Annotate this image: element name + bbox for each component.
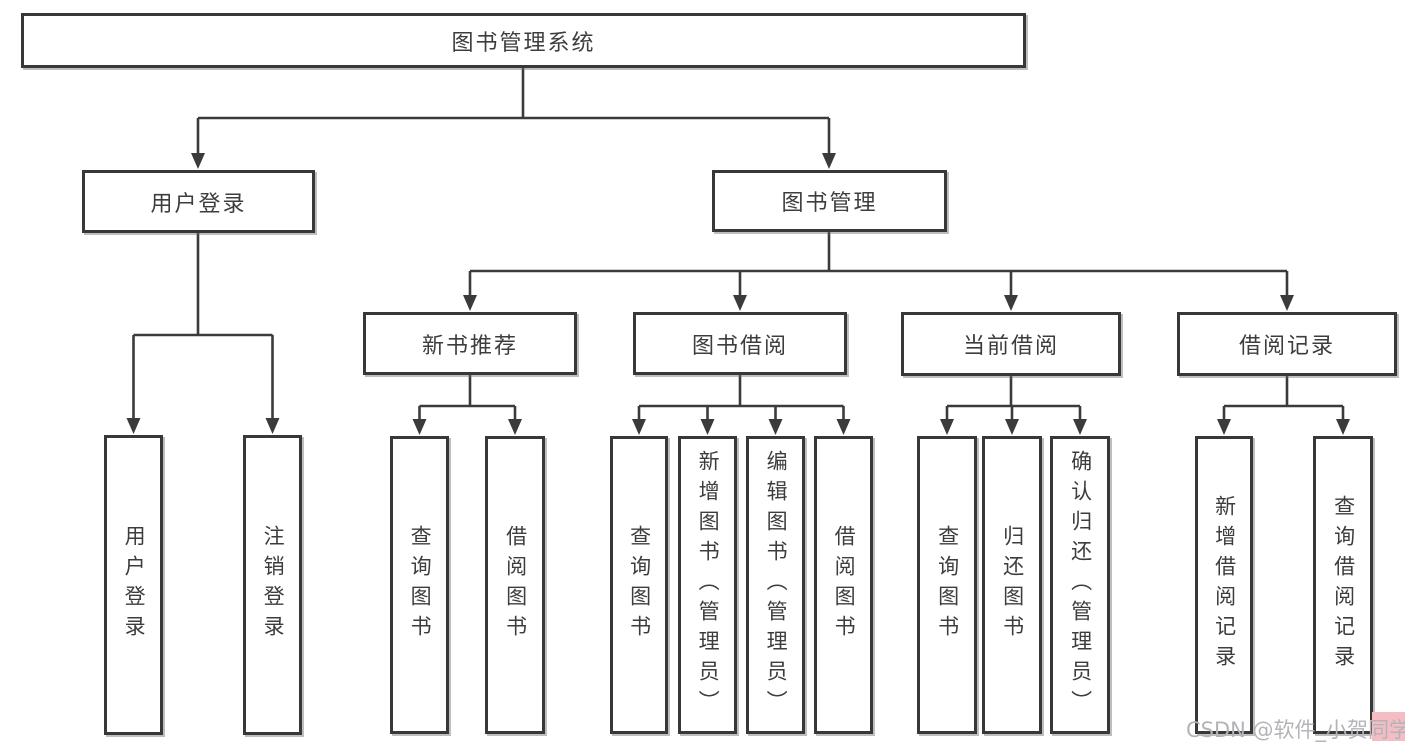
- book-borrow-connectors: [632, 375, 851, 435]
- node-current-borrow: 当前借阅: [901, 312, 1121, 376]
- node-book-borrow: 图书借阅: [633, 312, 847, 375]
- leaf-user-login-label: 用户登录: [122, 525, 147, 645]
- leaf-logout: 注销登录: [243, 435, 302, 735]
- node-root: 图书管理系统: [21, 13, 1026, 68]
- leaf-borrow-add-label: 新增图书（管理员）: [696, 450, 721, 720]
- leaf-user-login: 用户登录: [104, 435, 163, 735]
- user-login-connectors: [126, 233, 280, 434]
- leaf-newbook-borrow: 借阅图书: [485, 436, 545, 734]
- book-mgmt-connectors: [463, 232, 1294, 311]
- leaf-borrow-query: 查询图书: [610, 436, 668, 734]
- watermark: CSDN @软件_小贺同学: [1186, 714, 1405, 744]
- node-borrow-record: 借阅记录: [1177, 312, 1397, 376]
- node-book-mgmt: 图书管理: [712, 170, 947, 232]
- leaf-record-query-label: 查询借阅记录: [1331, 495, 1356, 675]
- leaf-current-confirm: 确认归还（管理员）: [1050, 436, 1110, 734]
- node-root-label: 图书管理系统: [451, 30, 596, 56]
- leaf-newbook-borrow-label: 借阅图书: [503, 525, 528, 645]
- node-user-login-label: 用户登录: [150, 191, 247, 217]
- leaf-newbook-query: 查询图书: [390, 436, 449, 734]
- borrow-record-connectors: [1217, 376, 1350, 435]
- node-current-borrow-label: 当前借阅: [962, 334, 1059, 359]
- leaf-record-query: 查询借阅记录: [1313, 436, 1373, 734]
- leaf-current-query-label: 查询图书: [935, 525, 960, 645]
- node-user-login: 用户登录: [82, 170, 315, 233]
- leaf-current-return-label: 归还图书: [1000, 525, 1025, 645]
- leaf-current-confirm-label: 确认归还（管理员）: [1068, 450, 1093, 720]
- leaf-borrow-edit: 编辑图书（管理员）: [746, 436, 805, 734]
- new-book-connectors: [412, 375, 522, 435]
- leaf-record-add-label: 新增借阅记录: [1212, 495, 1237, 675]
- leaf-borrow-add: 新增图书（管理员）: [678, 436, 737, 734]
- leaf-newbook-query-label: 查询图书: [408, 525, 433, 645]
- watermark-highlight: [1372, 712, 1405, 741]
- leaf-borrow-borrow: 借阅图书: [814, 436, 873, 734]
- node-book-mgmt-label: 图书管理: [781, 191, 878, 216]
- leaf-record-add: 新增借阅记录: [1195, 436, 1253, 734]
- leaf-borrow-query-label: 查询图书: [627, 525, 652, 645]
- current-borrow-connectors: [940, 376, 1087, 435]
- node-new-book-label: 新书推荐: [421, 333, 518, 359]
- node-borrow-record-label: 借阅记录: [1238, 334, 1335, 359]
- leaf-borrow-edit-label: 编辑图书（管理员）: [764, 450, 789, 720]
- root-connectors: [191, 68, 836, 169]
- leaf-current-return: 归还图书: [982, 436, 1042, 734]
- node-new-book: 新书推荐: [363, 312, 577, 375]
- watermark-text: CSDN @软件_小贺同学: [1186, 718, 1405, 742]
- leaf-logout-label: 注销登录: [261, 525, 286, 645]
- leaf-current-query: 查询图书: [917, 436, 977, 734]
- leaf-borrow-borrow-label: 借阅图书: [832, 525, 857, 645]
- node-book-borrow-label: 图书借阅: [691, 333, 788, 359]
